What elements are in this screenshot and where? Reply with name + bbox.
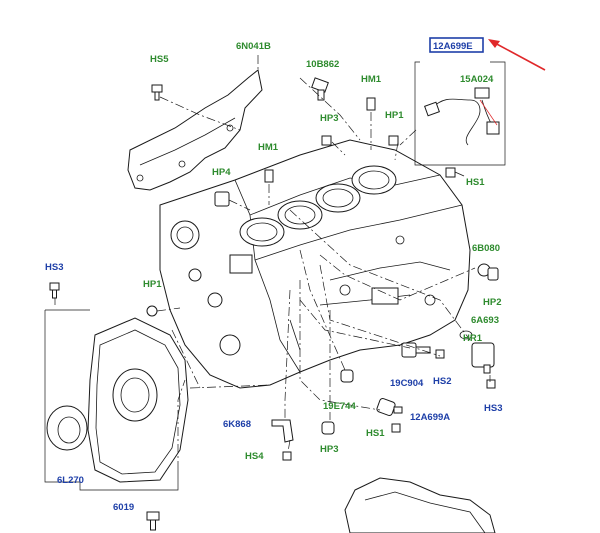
- label-hs4: HS4: [245, 451, 264, 462]
- plug-hp4: [214, 191, 230, 207]
- label-6b080: 6B080: [472, 243, 500, 254]
- group-bracket-6019: [44, 310, 80, 483]
- label-6n041b: 6N041B: [236, 41, 271, 52]
- label-19c904: 19C904: [390, 378, 424, 389]
- dowel-hm1-top: [366, 97, 376, 111]
- label-6019: 6019: [113, 502, 134, 513]
- label-hs5: HS5: [150, 54, 169, 65]
- bolt-hs5: [151, 84, 163, 101]
- highlight-box: [429, 37, 484, 53]
- bolt-hs3-left: [49, 282, 60, 299]
- engine-block: [159, 139, 471, 389]
- label-6k868: 6K868: [223, 419, 251, 430]
- sensor-12a699a: [376, 398, 403, 416]
- crankshaft-seal: [46, 405, 88, 451]
- bolt-hs2: [435, 349, 445, 359]
- plug-hp1-left: [146, 305, 158, 317]
- leader-lines: [54, 55, 491, 470]
- label-hp1-top: HP1: [385, 110, 404, 121]
- label-6a693: 6A693: [471, 315, 499, 326]
- label-hp1-left: HP1: [143, 279, 162, 290]
- label-12a699a: 12A699A: [410, 412, 450, 423]
- label-hs3-left: HS3: [45, 262, 63, 273]
- label-19e744: 19E744: [323, 401, 356, 412]
- sensor-harness-group: [414, 61, 506, 166]
- sensor-10b862: [311, 77, 329, 101]
- plug-hp3-bottom: [321, 421, 335, 435]
- label-hp4: HP4: [212, 167, 231, 178]
- label-10b862: 10B862: [306, 59, 339, 70]
- plug-19e744: [340, 369, 354, 383]
- label-hm1-mid: HM1: [258, 142, 279, 153]
- front-cover-plate: [87, 317, 189, 483]
- dowel-hm1-mid: [264, 169, 274, 183]
- plug-hp2: [487, 267, 499, 281]
- label-hp2: HP2: [483, 297, 501, 308]
- label-hp3-bottom: HP3: [320, 444, 338, 455]
- label-hp3-top: HP3: [320, 113, 338, 124]
- label-12a699e: 12A699E: [433, 41, 473, 52]
- lower-gasket-fragment: [344, 477, 496, 533]
- red-pointer-arrow: [492, 41, 546, 71]
- label-hs3-right: HS3: [484, 403, 502, 414]
- sensor-6a693-group: [459, 330, 495, 374]
- bolt-hs1-top: [445, 167, 465, 178]
- label-hm1-top: HM1: [361, 74, 382, 85]
- label-6l270: 6L270: [57, 475, 84, 486]
- sensor-19c904: [401, 342, 431, 358]
- label-15a024: 15A024: [460, 74, 494, 85]
- bolt-hs4: [282, 451, 292, 461]
- bolt-hs3-right: [486, 379, 496, 389]
- bolt-6019: [146, 511, 160, 531]
- bracket-6k868: [271, 419, 294, 443]
- label-hr1: HR1: [463, 333, 483, 344]
- upper-timing-cover: [127, 69, 263, 191]
- label-hs1-bottom: HS1: [366, 428, 385, 439]
- label-hs2: HS2: [433, 376, 451, 387]
- bolt-hs1-bottom: [391, 423, 401, 433]
- plug-hp3-top: [321, 135, 332, 146]
- plug-hp1-top: [388, 135, 399, 146]
- label-hs1-top: HS1: [466, 177, 485, 188]
